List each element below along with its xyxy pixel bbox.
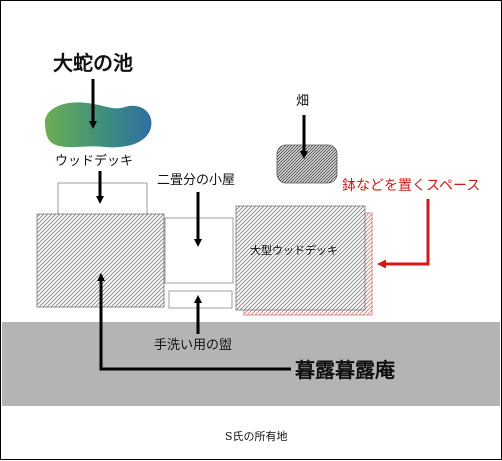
arrow-hermitage [97,273,291,371]
arrow-pot-space [377,199,430,269]
property-label: S氏の所有地 [225,430,288,443]
field-plot [276,144,338,184]
large-deck-label: 大型ウッドデッキ [250,244,338,257]
pond-shape [44,102,152,148]
wood-deck [57,182,148,217]
wood-deck-label: ウッドデッキ [55,154,134,169]
pot-space-label: 鉢などを置くスペース [342,178,481,194]
large-wood-deck [235,205,366,311]
pond-label: 大蛇の池 [53,51,133,75]
small-hut-label: 二畳分の小屋 [157,173,236,188]
hermitage-label: 暮露暮露庵 [295,358,395,382]
ground-band [2,322,500,406]
basin-label: 手洗い用の盥 [154,338,233,353]
wash-basin [168,290,233,309]
field-label: 畑 [296,94,310,109]
